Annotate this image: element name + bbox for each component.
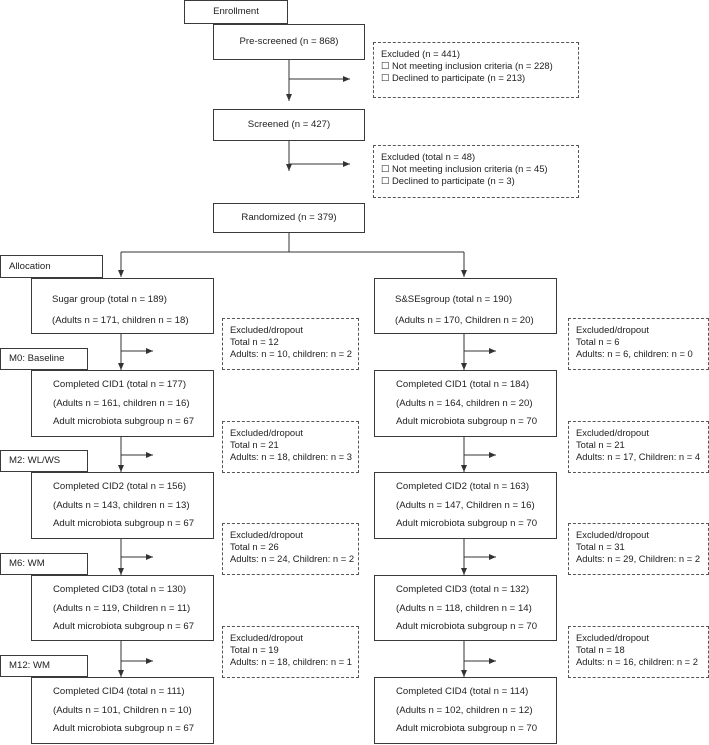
enrollment-text: Enrollment [213,6,259,18]
cid-breakdown: (Adults n = 101, Children n = 10) [53,704,192,716]
cid-microbiota: Adult microbiota subgroup n = 70 [396,723,538,735]
right-cid1-box: Completed CID1 (total n = 184) (Adults n… [374,370,557,437]
cid-microbiota: Adult microbiota subgroup n = 70 [396,416,538,428]
left-cid1-box: Completed CID1 (total n = 177) (Adults n… [31,370,214,437]
cid-title: Completed CID3 (total n = 130) [53,584,187,595]
left-dropout-box-4: Excluded/dropout Total n = 19 Adults: n … [222,626,359,678]
cid-title: Completed CID4 (total n = 114) [396,686,529,697]
enrollment-label: Enrollment [184,0,288,24]
group-breakdown: (Adults n = 170, Children n = 20) [395,315,534,327]
dropout-total: Total n = 12 [230,335,279,347]
allocation-label: Allocation [0,255,103,278]
right-dropout-box-4: Excluded/dropout Total n = 18 Adults: n … [568,626,709,678]
allocation-text: Allocation [9,260,51,272]
sugar-group-box: Sugar group (total n = 189) (Adults n = … [31,278,214,334]
dropout-total: Total n = 26 [230,540,279,552]
dropout-breakdown: Adults: n = 29, Children: n = 2 [576,552,701,564]
excluded-screen-item: ☐ Not meeting inclusion criteria (n = 45… [381,162,548,174]
group-title: S&SEsgroup (total n = 190) [395,294,513,305]
group-breakdown: (Adults n = 171, children n = 18) [52,315,189,327]
cid-breakdown: (Adults n = 102, children n = 12) [396,704,533,716]
dropout-title: Excluded/dropout [230,632,303,643]
dropout-total: Total n = 21 [576,438,625,450]
group-title: Sugar group (total n = 189) [52,294,167,305]
excluded-screen-title: Excluded (total n = 48) [381,151,476,162]
excluded-prescreen-item: ☐ Not meeting inclusion criteria (n = 22… [381,59,553,71]
prescreened-box: Pre-screened (n = 868) [213,24,365,60]
stage-text: M0: Baseline [9,353,65,365]
dropout-title: Excluded/dropout [230,324,303,335]
right-dropout-box-2: Excluded/dropout Total n = 21 Adults: n … [568,421,709,473]
cid-microbiota: Adult microbiota subgroup n = 67 [53,518,195,530]
left-dropout-box-3: Excluded/dropout Total n = 26 Adults: n … [222,523,359,575]
dropout-total: Total n = 19 [230,643,279,655]
ssesgroup-box: S&SEsgroup (total n = 190) (Adults n = 1… [374,278,557,334]
right-dropout-box-3: Excluded/dropout Total n = 31 Adults: n … [568,523,709,575]
cid-breakdown: (Adults n = 143, children n = 13) [53,499,190,511]
cid-title: Completed CID2 (total n = 163) [396,481,530,492]
dropout-breakdown: Adults: n = 6, children: n = 0 [576,347,693,359]
cid-title: Completed CID1 (total n = 184) [396,379,530,390]
cid-title: Completed CID4 (total n = 111) [53,686,185,697]
dropout-total: Total n = 21 [230,438,279,450]
dropout-title: Excluded/dropout [230,427,303,438]
dropout-title: Excluded/dropout [576,529,649,540]
dropout-breakdown: Adults: n = 17, Children: n = 4 [576,450,701,462]
cid-microbiota: Adult microbiota subgroup n = 67 [53,416,195,428]
dropout-total: Total n = 31 [576,540,625,552]
screened-text: Screened (n = 427) [247,119,331,131]
left-dropout-box-1: Excluded/dropout Total n = 12 Adults: n … [222,318,359,370]
cid-breakdown: (Adults n = 161, children n = 16) [53,397,190,409]
cid-microbiota: Adult microbiota subgroup n = 70 [396,518,538,530]
dropout-breakdown: Adults: n = 10, children: n = 2 [230,347,352,359]
dropout-title: Excluded/dropout [576,324,649,335]
excluded-screen-item: ☐ Declined to participate (n = 3) [381,174,515,186]
cid-breakdown: (Adults n = 147, Children n = 16) [396,499,535,511]
excluded-prescreen-title: Excluded (n = 441) [381,48,460,59]
stage-label-m0: M0: Baseline [0,348,88,370]
dropout-breakdown: Adults: n = 18, children: n = 3 [230,450,352,462]
right-cid2-box: Completed CID2 (total n = 163) (Adults n… [374,472,557,539]
stage-text: M2: WL/WS [9,455,61,467]
cid-title: Completed CID2 (total n = 156) [53,481,187,492]
randomized-text: Randomized (n = 379) [241,212,337,224]
dropout-breakdown: Adults: n = 24, Children: n = 2 [230,552,355,564]
cid-microbiota: Adult microbiota subgroup n = 67 [53,723,195,735]
excluded-prescreen-item: ☐ Declined to participate (n = 213) [381,71,526,83]
cid-breakdown: (Adults n = 164, children n = 20) [396,397,533,409]
dropout-total: Total n = 18 [576,643,625,655]
dropout-title: Excluded/dropout [576,632,649,643]
cid-breakdown: (Adults n = 119, Children n = 11) [53,602,191,614]
dropout-total: Total n = 6 [576,335,620,347]
right-cid4-box: Completed CID4 (total n = 114) (Adults n… [374,677,557,744]
screened-box: Screened (n = 427) [213,109,365,141]
stage-label-m12: M12: WM [0,655,88,677]
stage-text: M12: WM [9,660,51,672]
stage-label-m6: M6: WM [0,553,88,575]
right-dropout-box-1: Excluded/dropout Total n = 6 Adults: n =… [568,318,709,370]
excluded-screen-box: Excluded (total n = 48) ☐ Not meeting in… [373,145,579,198]
excluded-prescreen-box: Excluded (n = 441) ☐ Not meeting inclusi… [373,42,579,98]
cid-breakdown: (Adults n = 118, children n = 14) [396,602,532,614]
dropout-breakdown: Adults: n = 16, children: n = 2 [576,655,698,667]
stage-text: M6: WM [9,558,45,570]
cid-microbiota: Adult microbiota subgroup n = 67 [53,621,195,633]
left-cid4-box: Completed CID4 (total n = 111) (Adults n… [31,677,214,744]
stage-label-m2: M2: WL/WS [0,450,88,472]
left-dropout-box-2: Excluded/dropout Total n = 21 Adults: n … [222,421,359,473]
right-cid3-box: Completed CID3 (total n = 132) (Adults n… [374,575,557,641]
left-cid2-box: Completed CID2 (total n = 156) (Adults n… [31,472,214,539]
dropout-breakdown: Adults: n = 18, children: n = 1 [230,655,352,667]
prescreened-text: Pre-screened (n = 868) [239,36,339,48]
left-cid3-box: Completed CID3 (total n = 130) (Adults n… [31,575,214,641]
dropout-title: Excluded/dropout [230,529,303,540]
cid-title: Completed CID1 (total n = 177) [53,379,187,390]
randomized-box: Randomized (n = 379) [213,203,365,233]
cid-title: Completed CID3 (total n = 132) [396,584,530,595]
dropout-title: Excluded/dropout [576,427,649,438]
cid-microbiota: Adult microbiota subgroup n = 70 [396,621,538,633]
